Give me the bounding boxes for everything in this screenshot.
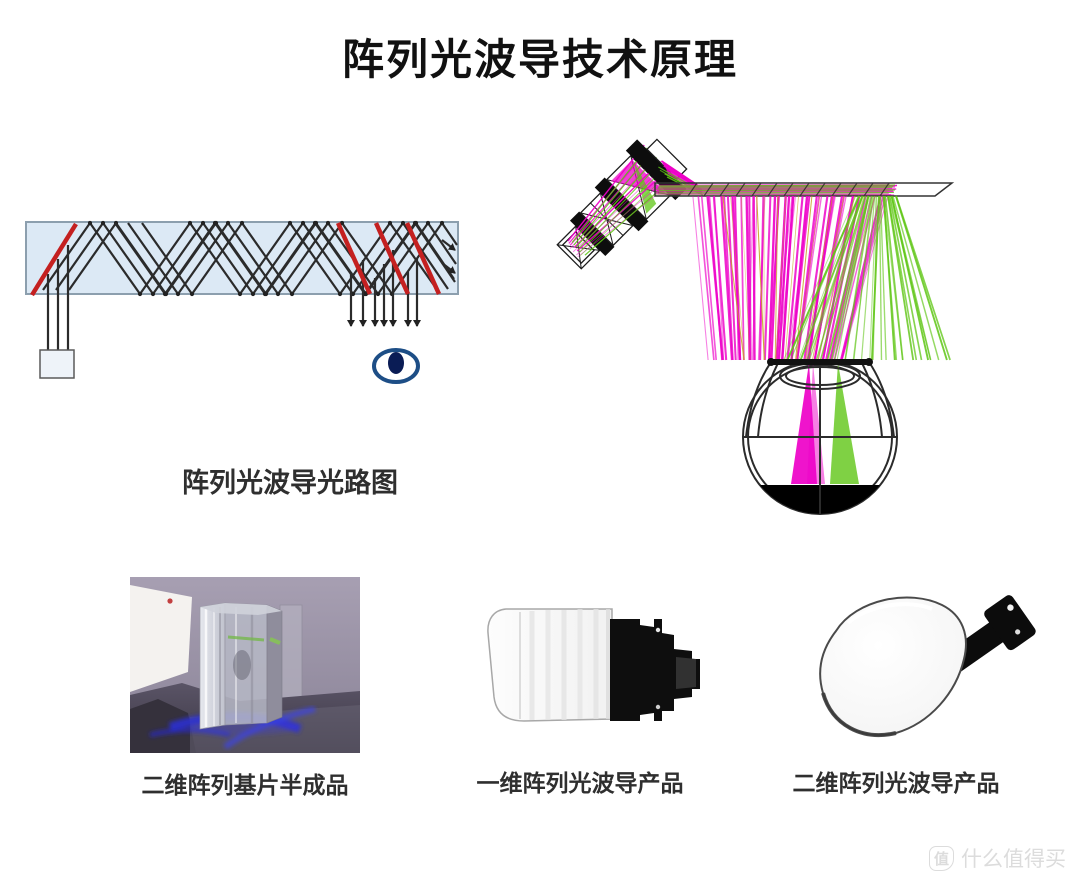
output-mirror-1	[335, 222, 373, 295]
watermark-text: 什么值得买	[961, 848, 1066, 871]
green-ray-fan	[783, 195, 951, 361]
eye-icon	[372, 348, 420, 384]
product-1d-waveguide	[487, 608, 700, 722]
caption-optical-path: 阵列光波导光路图	[182, 468, 398, 498]
prism-photo	[130, 577, 360, 753]
caption-product-1d: 一维阵列光波导产品	[476, 770, 684, 796]
waveguide-optical-path-diagram	[25, 220, 459, 384]
watermark-logo-icon: 值	[929, 845, 954, 871]
background-machine	[130, 585, 192, 692]
output-arrows	[347, 250, 421, 327]
caption-product-2d: 二维阵列光波导产品	[792, 770, 1000, 796]
projector-module	[610, 619, 700, 721]
ray-trace-simulation	[556, 138, 955, 515]
product-2d-waveguide	[819, 595, 1036, 738]
input-coupler-mirror	[30, 222, 78, 297]
output-mirror-2	[373, 222, 411, 295]
watermark: 值 什么值得买	[929, 843, 1066, 873]
page-title: 阵列光波导技术原理	[341, 36, 738, 83]
light-engine-box	[39, 349, 75, 379]
waveguide-lens	[819, 596, 967, 738]
eye-model	[742, 358, 898, 515]
waveguide-plate	[654, 182, 955, 197]
projector-assembly	[556, 138, 688, 270]
output-mirror-3	[404, 222, 442, 295]
plate-array-mirrors	[687, 182, 890, 197]
magenta-ray-fan	[692, 195, 889, 361]
waveguide-lens	[487, 608, 613, 722]
glass-prism-block	[199, 602, 283, 730]
caption-substrate: 二维阵列基片半成品	[141, 772, 349, 798]
